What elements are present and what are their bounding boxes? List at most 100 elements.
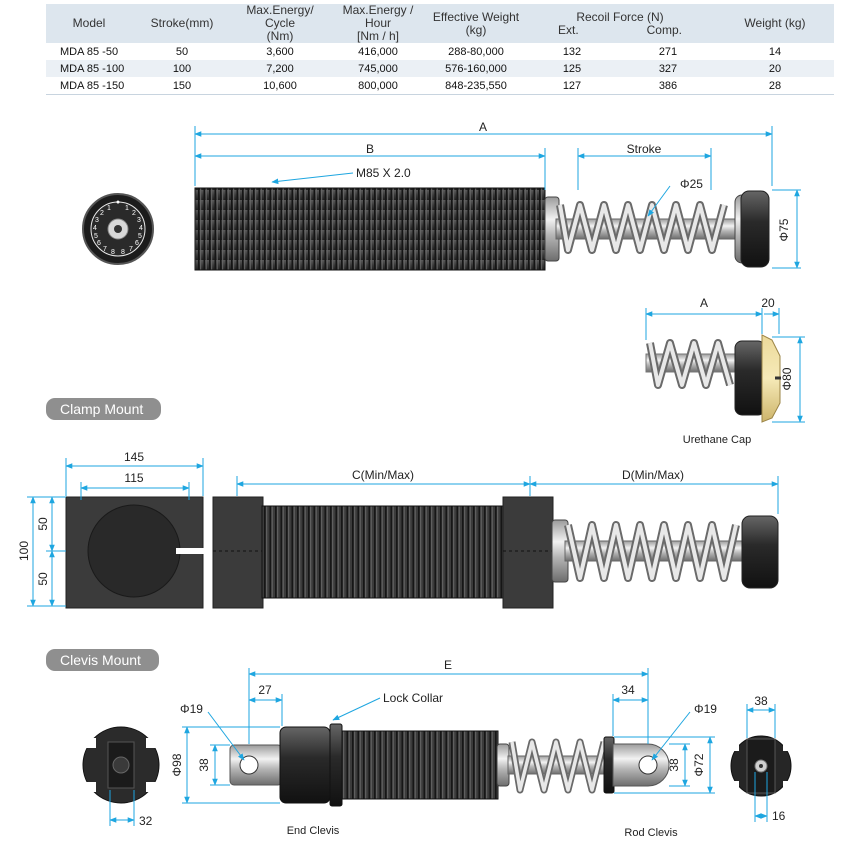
cell-energy-hour: 745,000	[328, 60, 428, 77]
label-clevis-16: 16	[772, 809, 786, 823]
urethane-cap-detail	[645, 334, 781, 423]
dial-mark: ●	[116, 199, 120, 206]
header-energy-hour-label: Max.Energy / Hour	[342, 3, 414, 30]
clevis-dimensions	[109, 668, 776, 826]
header-model: Model	[46, 4, 132, 43]
header-energy-cycle-unit: (Nm)	[266, 29, 294, 43]
cell-ext: 125	[524, 60, 620, 77]
lock-collar	[329, 723, 343, 807]
cell-comp: 386	[620, 77, 716, 95]
cell-weight: 20	[716, 60, 834, 77]
dial-number: 4	[93, 225, 97, 232]
dial-number: 6	[135, 240, 139, 247]
end-cap	[279, 726, 331, 804]
cell-model: MDA 85 -150	[46, 77, 132, 95]
clamp-end-view	[65, 496, 204, 609]
shock-absorber-main	[194, 187, 770, 271]
cell-model: MDA 85 -100	[46, 60, 132, 77]
dial-number: 4	[139, 225, 143, 232]
header-recoil-label: Recoil Force (N)	[576, 9, 664, 24]
cell-energy-cycle: 10,600	[232, 77, 328, 95]
dial-number: 3	[95, 217, 99, 224]
cell-energy-cycle: 3,600	[266, 45, 294, 58]
clamp-bore	[87, 504, 181, 598]
header-recoil-force: Recoil Force (N)Ext.Comp.	[524, 4, 716, 43]
clevis-mount-title: Clevis Mount	[46, 649, 159, 671]
cell-energy-cycle: 7,200	[232, 60, 328, 77]
cell-eff-weight: 288-80,000	[448, 45, 504, 58]
label-clamp-d: D(Min/Max)	[622, 468, 684, 482]
dial-number: 5	[94, 233, 98, 240]
label-clevis-38-right: 38	[667, 758, 681, 772]
clevis-threaded-body	[341, 730, 499, 800]
dial-number: 1	[107, 205, 111, 212]
header-eff-weight-label: Effective Weight	[432, 9, 520, 24]
clamp-dimensions	[27, 458, 779, 607]
cell-stroke: 100	[132, 60, 232, 77]
label-clevis-32: 32	[139, 814, 153, 828]
label-clevis-72: Φ72	[692, 753, 706, 776]
header-weight: Weight (kg)	[716, 4, 834, 43]
pin-right-leader	[651, 711, 691, 761]
dial-number: 7	[103, 246, 107, 253]
label-dim-a: A	[479, 120, 487, 134]
cell-eff-weight: 848-235,550	[428, 77, 524, 95]
dial-number: 2	[100, 210, 104, 217]
label-pin-left: Φ19	[180, 702, 203, 716]
end-view-dial: ● 1 2 3 4 5 6 7 8 1 2 3 4 5 6 7 8	[82, 193, 154, 265]
label-clevis-27: 27	[258, 683, 272, 697]
label-dim-b: B	[366, 142, 374, 156]
header-effective-weight: Effective Weight(kg)	[428, 4, 524, 43]
header-stroke: Stroke(mm)	[132, 4, 232, 43]
urethane-dimensions	[645, 308, 805, 423]
rod-button-detail	[734, 340, 766, 416]
clamp-rod-button	[741, 515, 779, 589]
label-clamp-50-top: 50	[36, 517, 50, 531]
label-rod-dia: Φ25	[680, 177, 703, 191]
label-clevis-38-left: 38	[197, 758, 211, 772]
dial-number: 1	[125, 205, 129, 212]
cell-comp: 271	[658, 45, 678, 58]
cell-model: MDA 85 -50	[60, 45, 119, 58]
label-stroke: Stroke	[627, 142, 662, 156]
header-energy-hour: Max.Energy / Hour[Nm / h]	[328, 4, 428, 43]
label-urethane-a: A	[700, 296, 708, 310]
label-clamp-100: 100	[17, 541, 31, 561]
label-clevis-98: Φ98	[170, 753, 184, 776]
dial-number: 2	[132, 210, 136, 217]
spec-table: Model Stroke(mm) Max.Energy/ Cycle(Nm) M…	[46, 4, 834, 95]
cell-ext: 132	[562, 45, 582, 58]
header-energy-hour-unit: [Nm / h]	[356, 29, 399, 43]
lock-collar-leader	[332, 697, 381, 721]
urethane-caption: Urethane Cap	[683, 434, 752, 446]
cell-energy-hour: 416,000	[358, 45, 398, 58]
label-urethane-dia: Φ80	[780, 367, 794, 390]
dial-number: 8	[121, 249, 125, 256]
label-clamp-115: 115	[124, 471, 143, 485]
clamp-block-left	[212, 496, 264, 609]
clevis-side-view	[229, 723, 670, 807]
table-row: MDA 85 -50 50 3,600 416,000 288-80,000 1…	[46, 43, 834, 60]
label-clamp-145: 145	[124, 450, 144, 464]
label-clamp-c: C(Min/Max)	[352, 468, 414, 482]
cell-eff-weight: 576-160,000	[428, 60, 524, 77]
clamp-side-view	[212, 496, 779, 609]
header-energy-cycle-label: Max.Energy/ Cycle	[246, 3, 314, 30]
header-recoil-ext: Ext.	[557, 22, 579, 37]
dial-number: 6	[97, 240, 101, 247]
label-body-dia: Φ75	[777, 218, 791, 241]
dial-number: 7	[129, 246, 133, 253]
cell-weight: 14	[768, 45, 782, 58]
pin-left-leader	[207, 711, 245, 761]
clamp-slot	[176, 548, 204, 554]
label-urethane-20: 20	[761, 296, 775, 310]
table-row: MDA 85 -100 100 7,200 745,000 576-160,00…	[46, 60, 834, 77]
clevis-end-view-left	[82, 726, 160, 804]
main-dimensions	[194, 126, 801, 269]
cell-comp: 327	[620, 60, 716, 77]
clevis-end-view-right	[729, 735, 793, 797]
label-end-clevis: End Clevis	[287, 825, 340, 837]
cell-energy-hour: 800,000	[328, 77, 428, 95]
label-clevis-34: 34	[621, 683, 635, 697]
